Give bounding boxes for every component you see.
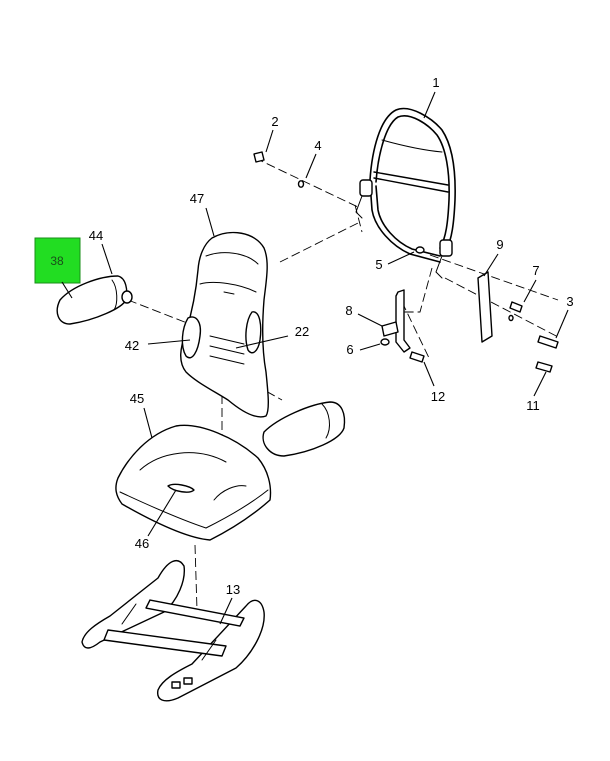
callout-22: 22 bbox=[295, 324, 309, 339]
callout-44: 44 bbox=[89, 228, 103, 243]
callout-11: 11 bbox=[526, 398, 540, 413]
callout-38-label: 38 bbox=[50, 254, 64, 268]
callout-4: 4 bbox=[314, 138, 321, 153]
callout-3: 3 bbox=[566, 294, 573, 309]
callout-1: 1 bbox=[432, 75, 439, 90]
callout-13: 13 bbox=[226, 582, 240, 597]
callout-42: 42 bbox=[125, 338, 139, 353]
back-frame-part bbox=[355, 107, 456, 279]
callout-38-highlight[interactable]: 38 bbox=[34, 237, 81, 284]
assembly-lines bbox=[127, 157, 561, 611]
callout-12: 12 bbox=[431, 389, 445, 404]
seat-cushion-part bbox=[115, 424, 272, 541]
callout-5: 5 bbox=[375, 257, 382, 272]
seat-back-cushion-part bbox=[180, 231, 269, 418]
right-armrest-part bbox=[262, 401, 346, 457]
callout-46: 46 bbox=[135, 536, 149, 551]
leader-38 bbox=[61, 281, 73, 299]
callout-6: 6 bbox=[346, 342, 353, 357]
hardware-parts bbox=[253, 151, 559, 373]
callout-45: 45 bbox=[130, 391, 144, 406]
callout-47: 47 bbox=[190, 191, 204, 206]
leader-lines bbox=[101, 91, 569, 625]
seat-base-frame-part bbox=[81, 559, 265, 702]
callout-labels: 1 2 3 4 5 6 7 8 9 11 12 13 22 42 44 45 4… bbox=[89, 75, 574, 597]
callout-7: 7 bbox=[532, 263, 539, 278]
callout-8: 8 bbox=[345, 303, 352, 318]
left-armrest-part bbox=[56, 275, 133, 325]
callout-9: 9 bbox=[496, 237, 503, 252]
highlight-box bbox=[34, 237, 81, 284]
callout-2: 2 bbox=[271, 114, 278, 129]
